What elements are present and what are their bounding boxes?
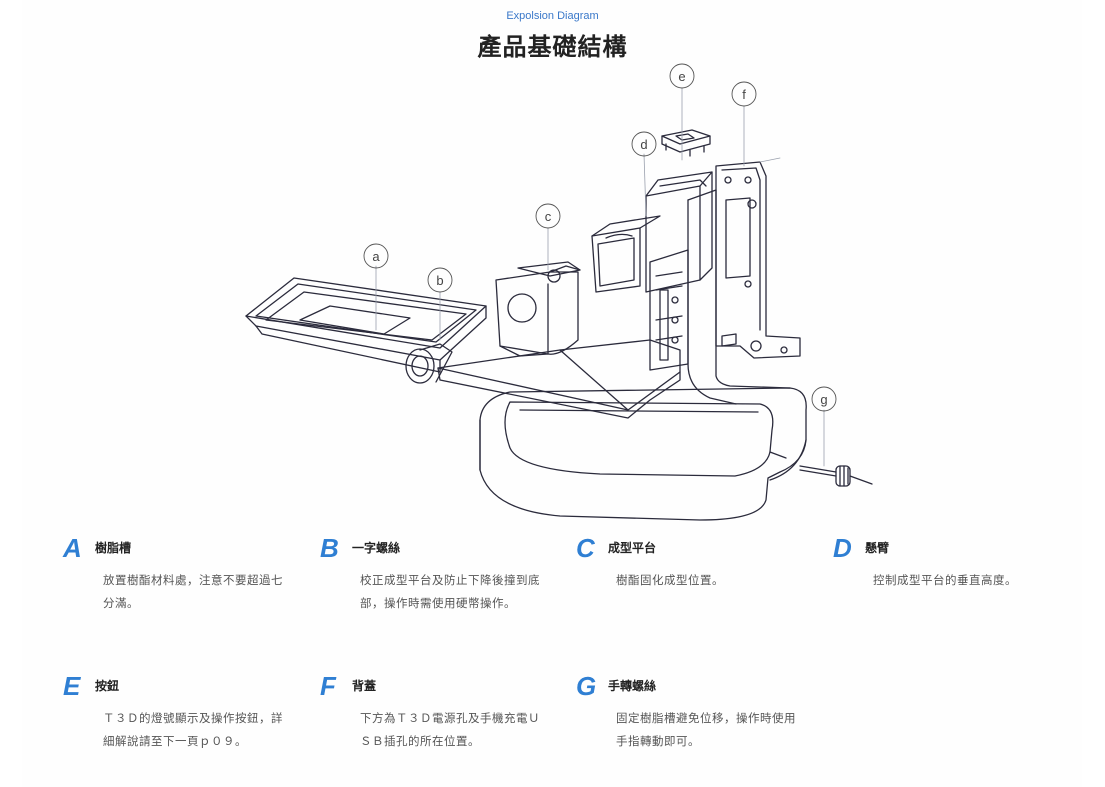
back-cover-illustration <box>715 161 801 359</box>
part-name: 手轉螺絲 <box>608 679 657 693</box>
diagram-subtitle: Expolsion Diagram <box>506 10 599 22</box>
part-description: 樹酯固化成型位置。 <box>616 573 724 587</box>
column-illustration <box>591 171 791 405</box>
callout-f: f <box>742 87 746 102</box>
base-illustration <box>479 387 807 521</box>
part-name: 成型平台 <box>608 541 657 555</box>
callout-e: e <box>678 69 685 84</box>
callout-c: c <box>545 209 552 224</box>
part-name: 背蓋 <box>352 679 377 693</box>
callout-b: b <box>436 273 443 288</box>
part-letter: A <box>63 533 82 563</box>
part-description: 校正成型平台及防止下降後撞到底部，操作時需使用硬幣操作。 <box>360 573 540 610</box>
part-letter: E <box>63 671 81 701</box>
part-description: 控制成型平台的垂直高度。 <box>873 573 1017 587</box>
part-name: 懸臂 <box>865 541 890 555</box>
page-title: 產品基礎結構 <box>477 33 628 61</box>
part-name: 一字螺絲 <box>352 541 401 555</box>
part-letter: D <box>833 533 852 563</box>
part-letter: G <box>576 671 597 701</box>
button-illustration <box>661 129 711 157</box>
callout-d: d <box>640 137 647 152</box>
part-description: 下方為Ｔ３Ｄ電源孔及手機充電ＵＳＢ插孔的所在位置。 <box>360 711 540 748</box>
callout-circles <box>363 63 837 412</box>
screw-b-illustration <box>405 343 453 384</box>
part-name: 按鈕 <box>95 679 120 693</box>
part-name: 樹脂槽 <box>95 541 132 555</box>
resin-tank-illustration <box>245 277 487 373</box>
part-description: 放置樹酯材料處，注意不要超過七分滿。 <box>103 573 283 610</box>
callout-g: g <box>820 392 827 407</box>
platform-illustration <box>437 261 681 419</box>
part-letter: B <box>320 533 339 563</box>
callout-a: a <box>372 249 380 264</box>
leader-lines <box>375 87 825 467</box>
part-letter: C <box>576 533 595 563</box>
exploded-diagram: a b c d e f g <box>245 63 873 521</box>
part-description: Ｔ３Ｄ的燈號顯示及操作按鈕，詳細解說請至下一頁ｐ０９。 <box>103 711 283 748</box>
part-description: 固定樹脂槽避免位移，操作時使用手指轉動即可。 <box>616 711 796 748</box>
hand-screw-illustration <box>799 465 873 487</box>
part-letter: F <box>320 671 336 701</box>
